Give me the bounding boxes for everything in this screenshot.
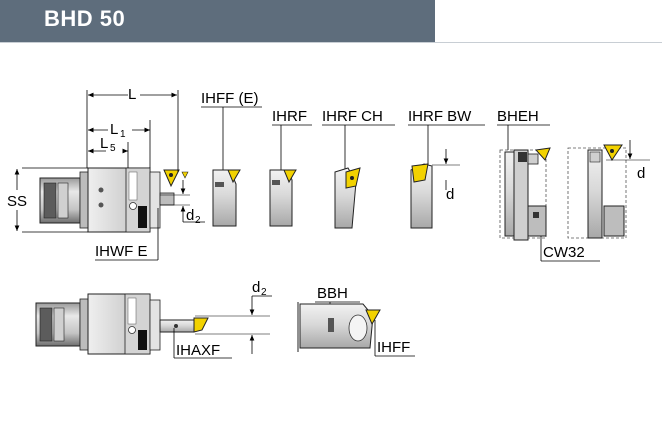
dim-SS-label: SS (7, 193, 27, 210)
label-cw32: CW32 (543, 244, 585, 261)
dim-L: L (86, 86, 179, 172)
label-ihaxf: IHAXF (176, 342, 220, 359)
header-divider (0, 42, 662, 43)
dim-L1-label: L (110, 121, 118, 138)
bar-ihrf-bw: IHRF BW (408, 108, 485, 229)
dim-d-mid-label: d (446, 186, 454, 203)
bar-ihrf-ch: IHRF CH (322, 108, 395, 229)
dim-d-right-label: d (637, 165, 645, 182)
header-bar (0, 0, 435, 42)
label-ihwf-e: IHWF E (95, 243, 148, 260)
dim-L5-label: L (100, 135, 108, 152)
boring-head-bottom (35, 293, 209, 355)
dim-d-mid: d (432, 149, 460, 203)
page-title: BHD 50 (44, 6, 126, 31)
dim-d2-bottom-subscript: 2 (261, 287, 267, 298)
label-ihrf-bw: IHRF BW (408, 108, 472, 125)
label-ihff-e: IHFF (E) (201, 90, 259, 107)
dim-d2-bottom-label: d (252, 279, 260, 296)
bar-ihrf: IHRF (269, 108, 312, 227)
bar-ihff-e: IHFF (E) (201, 90, 262, 227)
callout-ihff: IHFF (374, 320, 415, 357)
dim-L1: L 1 (88, 120, 151, 168)
label-bheh: BHEH (497, 108, 539, 125)
dim-d2-top-label: d (186, 207, 194, 224)
label-ihrf-ch: IHRF CH (322, 108, 383, 125)
callout-ihaxf: IHAXF (173, 328, 232, 359)
label-ihrf: IHRF (272, 108, 307, 125)
dim-SS: SS (7, 167, 88, 233)
dim-d2-top-subscript: 2 (195, 215, 201, 226)
dim-L-label: L (128, 86, 136, 103)
holder-bheh: BHEH (497, 108, 551, 241)
holder-right: d (567, 140, 650, 239)
callout-ihwf-e: IHWF E (95, 208, 159, 261)
label-ihff: IHFF (377, 339, 410, 356)
dim-L5: L 5 (88, 135, 129, 168)
boring-head-main (39, 167, 189, 233)
dim-L1-subscript: 1 (120, 129, 126, 140)
dim-d2-top: d 2 (160, 180, 205, 226)
callout-cw32: CW32 (540, 236, 600, 262)
dim-d2-bottom: d 2 (195, 279, 272, 354)
bar-bbh: BBH (297, 285, 381, 352)
dim-L5-subscript: 5 (110, 143, 116, 154)
label-bbh: BBH (317, 285, 348, 302)
